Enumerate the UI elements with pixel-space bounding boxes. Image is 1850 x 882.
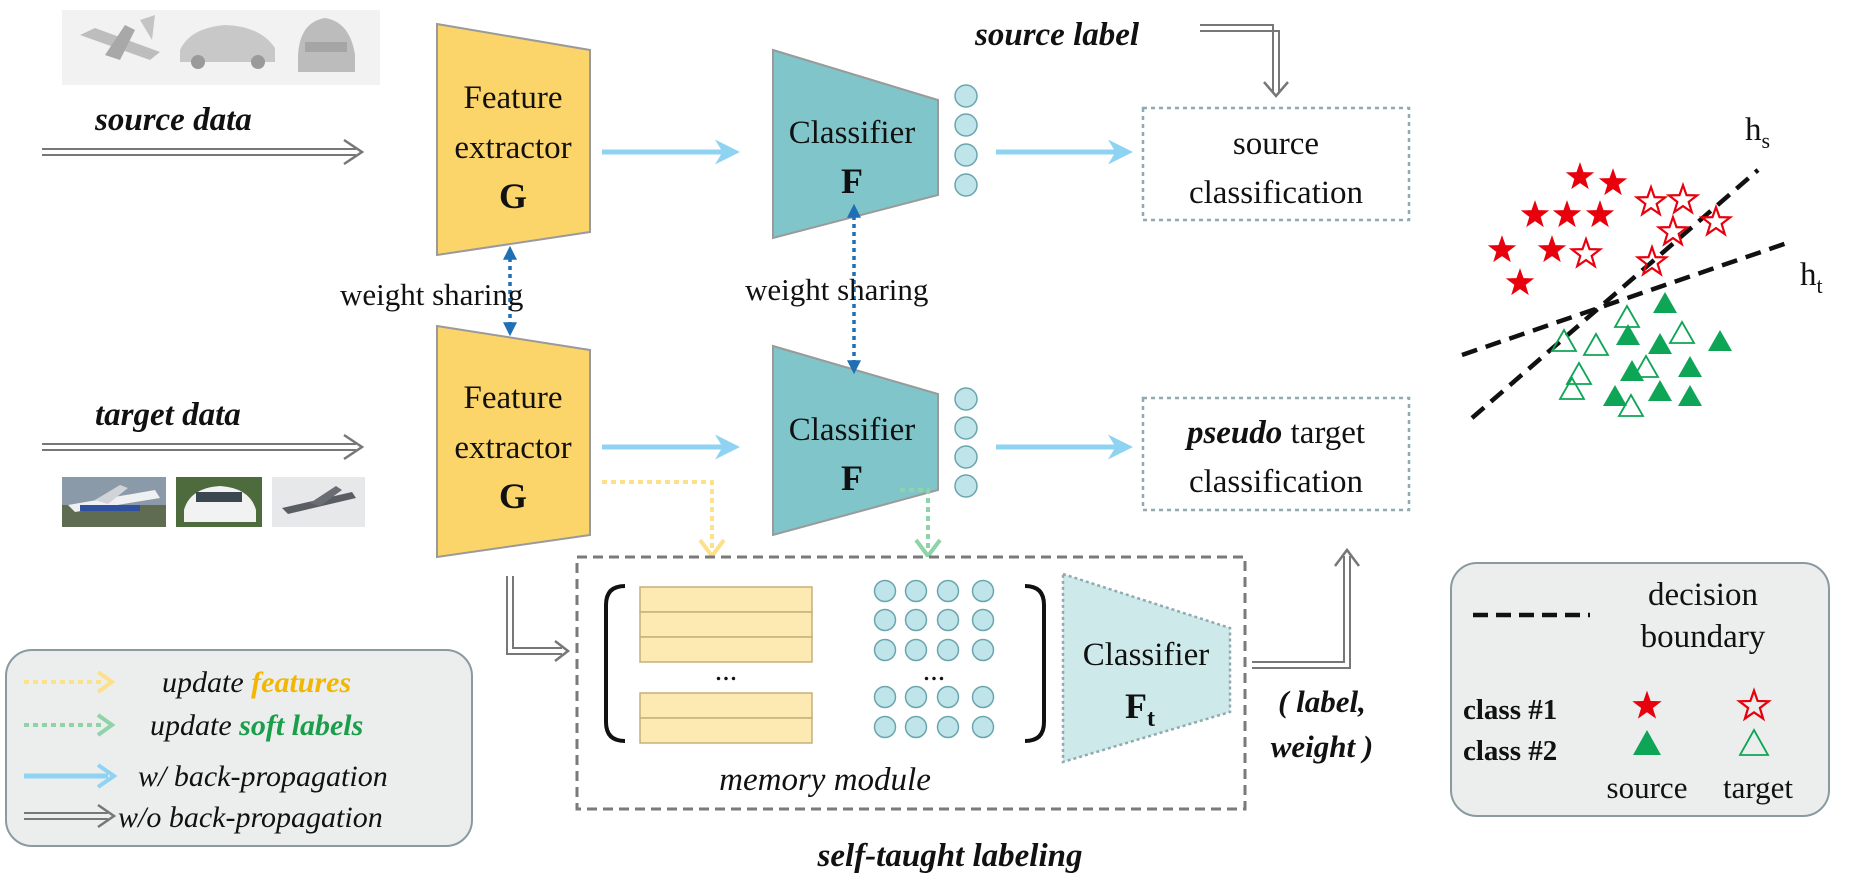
classifier-target-label: Classifier	[789, 412, 915, 448]
legend-boundary: boundary	[1641, 619, 1766, 655]
target-data-arrow	[42, 433, 365, 461]
fe-target-symbol: G	[499, 476, 527, 516]
decision-boundary-illustration: hs ht	[1461, 112, 1823, 420]
legend-source: source	[1607, 770, 1688, 805]
g-to-memory-arrow	[506, 576, 571, 662]
legend-update-prefix-2: update	[150, 709, 239, 742]
legend-class1: class #1	[1463, 694, 1557, 726]
legend-with-bp: w/ back-propagation	[138, 760, 388, 793]
airplane-3d-icon	[80, 15, 160, 60]
class2-target-points	[1550, 304, 1696, 417]
fe-source-line2: extractor	[454, 130, 571, 166]
fe-source-line1: Feature	[464, 80, 563, 116]
memory-module-label: memory module	[719, 762, 931, 798]
legend-left: update features update soft labels w/ ba…	[5, 649, 473, 847]
hs-base: h	[1745, 112, 1762, 148]
svg-text:update soft labels: update soft labels	[150, 709, 363, 742]
legend-soft-labels: soft labels	[238, 709, 363, 742]
source-class-line2: classification	[1189, 175, 1363, 211]
ht-sub: t	[1817, 273, 1823, 298]
feature-extractor-target: Feature extractor G	[436, 324, 591, 559]
classifier-ft: Classifier Ft	[1061, 572, 1232, 764]
airplane-photo-icon	[62, 477, 166, 527]
label-weight-line2: weight )	[1271, 729, 1373, 764]
class2-source-points	[1603, 292, 1732, 406]
legend-class2: class #2	[1463, 735, 1557, 767]
pseudo-emph: pseudo	[1184, 415, 1282, 451]
source-classification-box: source classification	[1141, 106, 1411, 222]
pseudo-class-line2: classification	[1189, 464, 1363, 500]
ft-to-pseudo-arrow	[1252, 547, 1360, 669]
target-data-label: target data	[95, 397, 241, 433]
classifier-source-symbol: F	[841, 161, 863, 201]
fe-source-symbol: G	[499, 176, 527, 216]
pseudo-rest: target	[1282, 415, 1365, 451]
svg-text:hs: hs	[1745, 112, 1770, 153]
class1-target-points	[1568, 181, 1734, 277]
svg-text:ht: ht	[1800, 257, 1823, 298]
classifier-ft-symbol: F	[1125, 686, 1147, 726]
classifier-target-symbol: F	[841, 458, 863, 498]
ht-base: h	[1800, 257, 1817, 293]
memory-features-ellipsis: ...	[715, 654, 738, 687]
class1-source-points	[1487, 162, 1628, 296]
source-data-arrow	[42, 138, 365, 166]
car-3d-icon	[180, 25, 275, 69]
source-label-arrow	[1200, 24, 1289, 98]
source-data-label: source data	[94, 102, 252, 138]
fe-target-line2: extractor	[454, 430, 571, 466]
star-outline-icon	[1736, 687, 1772, 722]
label-weight-line1: ( label,	[1278, 684, 1366, 719]
fe-target-line1: Feature	[464, 380, 563, 416]
target-output-neurons	[954, 387, 978, 498]
target-images	[62, 477, 365, 527]
svg-text:update features: update features	[162, 666, 351, 699]
svg-text:Ft: Ft	[1125, 686, 1155, 732]
triangle-filled-icon	[1633, 730, 1661, 755]
memory-soft-label-bank	[873, 579, 995, 739]
pseudo-target-classification-box: pseudo target classification	[1141, 396, 1411, 512]
memory-module: ... ... memory module Classifier Ft	[575, 555, 1247, 811]
car-rear-3d-icon	[298, 18, 355, 72]
star-filled-icon	[1632, 690, 1662, 719]
classifier-source-label: Classifier	[789, 115, 915, 151]
legend-without-bp: w/o back-propagation	[118, 801, 383, 834]
legend-right: decision boundary class #1 class #2 sour…	[1450, 562, 1830, 817]
classifier-source: Classifier F	[772, 48, 939, 240]
classifier-target: Classifier F	[772, 344, 939, 537]
source-images	[62, 10, 380, 85]
update-features-arrow	[602, 480, 726, 560]
weight-sharing-f-label: weight sharing	[745, 272, 928, 307]
classifier-ft-subscript: t	[1147, 706, 1155, 732]
legend-target: target	[1723, 770, 1793, 805]
source-label-text: source label	[974, 17, 1140, 53]
feature-extractor-source: Feature extractor G	[436, 22, 591, 257]
hs-sub: s	[1762, 128, 1771, 153]
legend-update-prefix-1: update	[162, 666, 251, 699]
classifier-ft-label: Classifier	[1083, 637, 1209, 673]
legend-decision: decision	[1648, 577, 1758, 613]
update-soft-labels-arrow	[900, 488, 942, 560]
self-taught-labeling-caption: self-taught labeling	[817, 838, 1083, 874]
car-photo-icon	[176, 477, 262, 527]
boundary-hs	[1470, 168, 1760, 420]
backprop-arrows	[602, 139, 1133, 460]
memory-labels-ellipsis: ...	[923, 654, 946, 687]
weight-sharing-g: weight sharing	[340, 245, 523, 337]
legend-features: features	[251, 666, 351, 699]
triangle-outline-icon	[1738, 728, 1770, 756]
weight-sharing-f: weight sharing	[745, 203, 928, 375]
svg-text:pseudo target: pseudo target	[1184, 415, 1365, 451]
boundary-ht	[1461, 239, 1791, 358]
source-output-neurons	[954, 84, 978, 197]
memory-feature-bank: ...	[639, 586, 813, 744]
source-class-line1: source	[1233, 126, 1319, 162]
airplane-flight-photo-icon	[272, 477, 365, 527]
weight-sharing-g-label: weight sharing	[340, 277, 523, 312]
